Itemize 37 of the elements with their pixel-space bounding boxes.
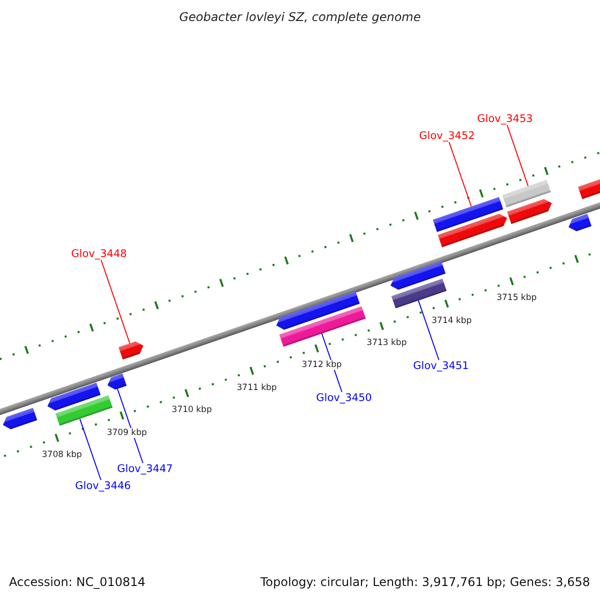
gene-label: Glov_3446 — [75, 480, 131, 492]
footer-text: Accession: NC_010814 — [9, 575, 146, 589]
gene-label: Glov_3450 — [316, 392, 372, 404]
gene-label: Glov_3452 — [419, 130, 475, 142]
leader-line — [100, 260, 130, 344]
gene-label: Glov_3447 — [117, 463, 173, 475]
scale-label: 3710 kbp — [172, 405, 212, 416]
leader-line — [79, 418, 102, 480]
gene-label: Glov_3451 — [413, 360, 469, 372]
scale-label: 3708 kbp — [42, 450, 82, 460]
gene-feature — [46, 382, 101, 412]
scale-label: 3709 kbp — [106, 428, 147, 438]
footer-text: Topology: circular; Length: 3,917,761 bp; Genes: 3,658 — [260, 575, 590, 589]
gene-feature — [391, 278, 447, 308]
gene-feature — [274, 291, 360, 332]
gene-feature — [278, 306, 366, 347]
scale-label: 3711 kbp — [236, 382, 277, 393]
gene-feature — [438, 212, 510, 248]
gene-feature — [1, 407, 38, 431]
gene-label: Glov_3448 — [71, 248, 127, 260]
leader-line — [117, 388, 144, 464]
gene-feature — [507, 196, 554, 224]
scale-label: 3712 kbp — [302, 360, 342, 370]
title: Geobacter lovleyi SZ, complete genome — [178, 10, 422, 24]
scale-label: 3714 kbp — [432, 316, 472, 326]
gene-feature — [388, 262, 446, 292]
gene-feature — [433, 197, 504, 232]
gene-feature — [502, 180, 550, 208]
gene-feature — [118, 340, 146, 360]
gene-feature — [56, 395, 113, 426]
gene-feature — [566, 213, 592, 233]
gene-label: Glov_3453 — [477, 113, 533, 125]
scale-label: 3715 kbp — [496, 293, 537, 304]
scale-label: 3713 kbp — [366, 338, 407, 348]
leader-line — [448, 142, 472, 208]
gene-feature — [105, 374, 126, 392]
leader-line — [506, 124, 529, 187]
